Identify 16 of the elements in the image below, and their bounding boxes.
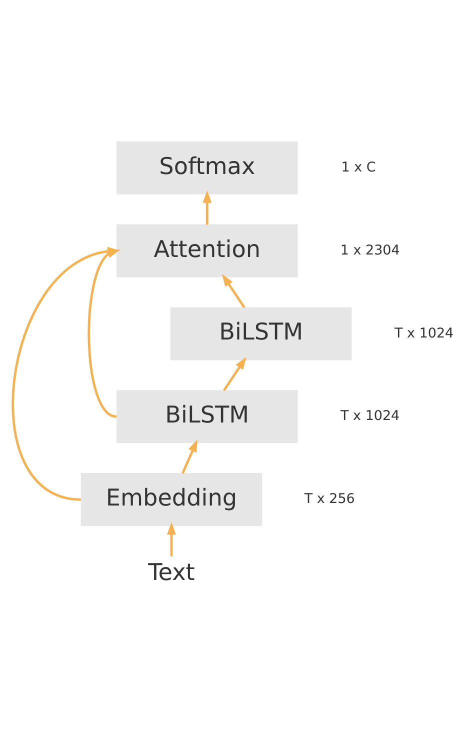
node-label: 1 x 2304 [340,242,400,258]
node-box: BiLSTM [170,307,352,360]
node-box: Attention [116,224,298,278]
arrow [222,274,246,308]
node-label: T x 256 [304,491,355,508]
arrow [222,356,246,392]
node-label: T x 1024 [340,408,400,424]
node-box: BiLSTM [116,390,298,444]
arrow [167,522,176,556]
arrow [202,190,212,225]
node-box: Embedding [80,473,262,526]
node-box: Softmax [116,141,298,194]
node-label: 1 x C [341,159,376,176]
node-text: Text [148,560,195,586]
node-label: T x 1024 [394,325,454,342]
arrow [181,439,198,474]
